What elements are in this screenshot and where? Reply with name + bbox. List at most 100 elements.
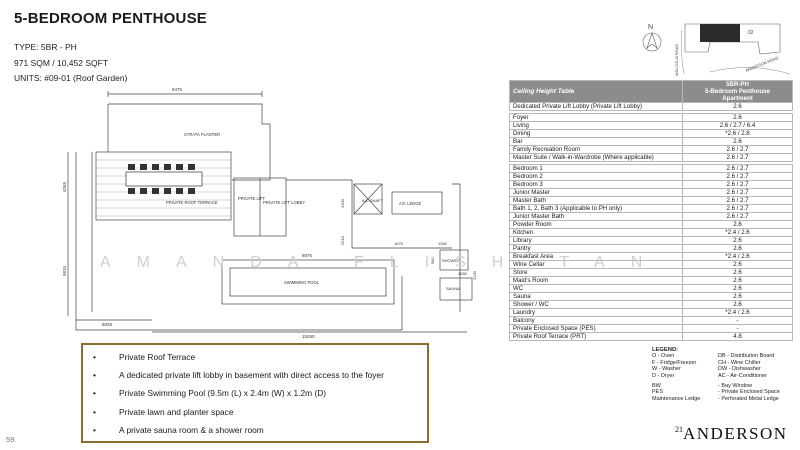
room-name: Bar [509, 137, 683, 146]
dimension: 2510 [340, 235, 345, 245]
dimension: 1260 [458, 271, 468, 276]
room-name: Living [509, 121, 683, 130]
room-label: SWIMMING POOL [284, 280, 320, 285]
room-name: Master Suite / Walk-in-Wardrobe (Where a… [509, 153, 683, 162]
room-name: Breakfast Area [509, 252, 683, 261]
room-name: Library [509, 236, 683, 245]
table-row: Breakfast Area*2.4 / 2.6 [509, 252, 793, 261]
feature-text: Private Swimming Pool (9.5m (L) x 2.4m (… [119, 388, 327, 399]
room-height: *2.4 / 2.6 [682, 252, 793, 261]
header-line: 5BR-PH [726, 81, 749, 89]
unit-area: 971 SQM / 10,452 SQFT [14, 58, 109, 68]
feature-text: A dedicated private lift lobby in baseme… [119, 370, 384, 381]
list-item: •A dedicated private lift lobby in basem… [93, 369, 417, 387]
room-height: 2.6 / 2.7 [682, 153, 793, 162]
table-row: Private Enclosed Space (PES)- [509, 324, 793, 333]
feature-text: Private Roof Terrace [119, 352, 196, 362]
key-plan: N 02 MALCOLM ROAD ANDERSON ROAD [640, 12, 791, 82]
list-item: • Private Swimming Pool (9.5m (L) x 2.4m … [93, 387, 417, 405]
floor-plan: STRATA PLANTER PRIVATE ROOF TERRACE PRIV… [62, 80, 507, 340]
table-header-right: 5BR-PH 5-Bedroom Penthouse Apartment [682, 80, 793, 103]
bullet-icon: • [93, 352, 96, 362]
table-row: Private Roof Terrace (PRT)4.8 [509, 332, 793, 341]
room-height: 2.6 / 2.7 [682, 180, 793, 189]
unit-type: TYPE: 5BR - PH [14, 42, 77, 52]
legend-row: BW- Bay Window [652, 383, 797, 389]
room-name: Store [509, 268, 683, 277]
legend-item: PES [652, 389, 664, 396]
room-height: 2.6 / 2.7 [682, 172, 793, 181]
room-label: SAUNA [446, 286, 460, 291]
dimension: 5815 [62, 265, 67, 276]
page-number: 59 [6, 435, 15, 444]
table-row: Bath 1, 2, Bath 3 (Applicable to PH only… [509, 204, 793, 213]
room-name: Bedroom 1 [509, 164, 683, 173]
room-height: 2.6 [682, 137, 793, 146]
table-row: Balcony- [509, 316, 793, 325]
room-height: - [682, 324, 793, 333]
table-row: Kitchen*2.4 / 2.6 [509, 228, 793, 237]
dimension: 1260 [438, 241, 448, 246]
room-height: 2.6 / 2.7 [682, 164, 793, 173]
header-line: 5-Bedroom Penthouse [704, 88, 770, 95]
room-name: Foyer [509, 113, 683, 122]
room-name: Bedroom 3 [509, 180, 683, 189]
brand-logo: 21ANDERSON [675, 424, 788, 444]
room-label: PRIVATE LIFT [238, 196, 266, 201]
legend-item: AC - Air-Conditioner [718, 372, 767, 379]
legend-row: Maintenance Ledge- Perforated Metal Ledg… [652, 396, 797, 402]
bullet-icon: • [93, 424, 96, 435]
room-height: 2.6 [682, 276, 793, 285]
room-name: Wine Cellar [509, 260, 683, 269]
room-name: Private Enclosed Space (PES) [509, 324, 683, 333]
room-name: Dining [509, 129, 683, 138]
svg-text:N: N [648, 24, 653, 31]
unit-highlight [700, 24, 740, 42]
room-height: - [682, 316, 793, 325]
dimension: 1675 [394, 241, 404, 246]
watermark: AMANDA FLISH TAN [100, 254, 669, 271]
dimension: 4265 [62, 181, 67, 192]
dimension: 580 [430, 257, 435, 264]
bullet-icon: • [93, 388, 96, 399]
room-label: A/C SHAFT [362, 198, 383, 203]
room-name: Pantry [509, 244, 683, 253]
room-name: Master Bath [509, 196, 683, 205]
room-name: Junior Master Bath [509, 212, 683, 221]
room-height: 2.6 [682, 220, 793, 229]
table-row: Dining*2.6 / 2.8 [509, 129, 793, 138]
room-name: Dedicated Private Lift Lobby (Private Li… [509, 102, 683, 111]
room-label: SHOWER [442, 258, 460, 263]
list-item: • Private Roof Terrace [93, 351, 417, 369]
room-name: Kitchen [509, 228, 683, 237]
feature-text: A private sauna room & a shower room [119, 424, 264, 435]
bullet-icon: • [93, 406, 96, 417]
table-row: Master Suite / Walk-in-Wardrobe (Where a… [509, 153, 793, 162]
table-row: Dedicated Private Lift Lobby (Private Li… [509, 102, 793, 111]
dimension: 15290 [302, 334, 315, 339]
road-label: MALCOLM ROAD [674, 43, 679, 76]
legend-item: - Bay Window [718, 383, 752, 390]
room-label: PRIVATE ROOF TERRACE [166, 200, 218, 205]
logo-number: 21 [675, 425, 683, 434]
room-name: Family Recreation Room [509, 145, 683, 154]
room-name: Shower / WC [509, 300, 683, 309]
room-label: A/C LEDGE [399, 201, 422, 206]
legend-item: - Perforated Metal Ledge [718, 395, 779, 402]
table-header: Ceiling Height Table [509, 80, 683, 103]
room-name: Private Roof Terrace (PRT) [509, 332, 683, 341]
